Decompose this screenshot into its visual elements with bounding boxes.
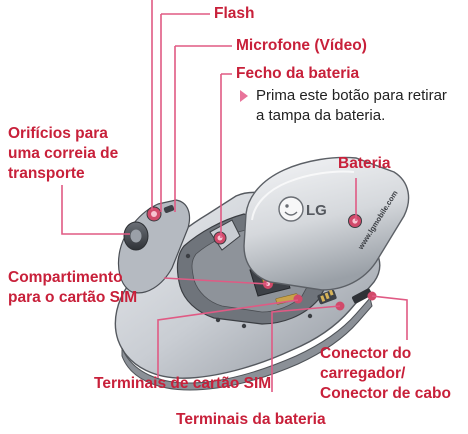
note-fecho-line2: a tampa da bateria. bbox=[256, 107, 386, 124]
leader-conector bbox=[371, 295, 408, 340]
lg-logo-text: LG bbox=[306, 202, 327, 219]
note-fecho-line1: Prima este botão para retirar bbox=[256, 87, 447, 104]
leader-lines bbox=[61, 0, 408, 392]
label-fecho: Fecho da bateria bbox=[236, 65, 360, 82]
leader-flash bbox=[160, 13, 210, 212]
label-bateria: Bateria bbox=[338, 155, 391, 172]
lg-logo: LG bbox=[278, 196, 327, 222]
label-orificios-line1: Orifícios para bbox=[8, 125, 108, 142]
leader-terminais-sim bbox=[157, 299, 299, 378]
label-conector-line1: Conector do bbox=[320, 345, 412, 362]
label-compartimento-line1: Compartimento bbox=[8, 269, 123, 286]
label-orificios-line2: uma correia de bbox=[8, 145, 119, 162]
leader-microfone bbox=[174, 45, 232, 212]
label-microfone: Microfone (Vídeo) bbox=[236, 37, 367, 54]
label-conector-line3: Conector de cabo bbox=[320, 385, 451, 402]
label-flash: Flash bbox=[214, 5, 255, 22]
label-conector-line2: carregador/ bbox=[320, 365, 406, 382]
label-compartimento-line2: para o cartão SIM bbox=[8, 289, 138, 306]
leader-fecho bbox=[220, 73, 232, 238]
bullet-arrow-icon bbox=[240, 90, 248, 102]
label-terminais-sim: Terminais de cartão SIM bbox=[94, 375, 272, 392]
leader-terminais-bateria bbox=[271, 305, 341, 392]
battery-cover: LG www.lgmobile.com bbox=[243, 156, 410, 291]
leader-orificios bbox=[61, 185, 130, 235]
leader-compartimento bbox=[163, 277, 269, 285]
label-terminais-bateria: Terminais da bateria bbox=[176, 411, 326, 428]
label-orificios-line3: transporte bbox=[8, 165, 85, 182]
